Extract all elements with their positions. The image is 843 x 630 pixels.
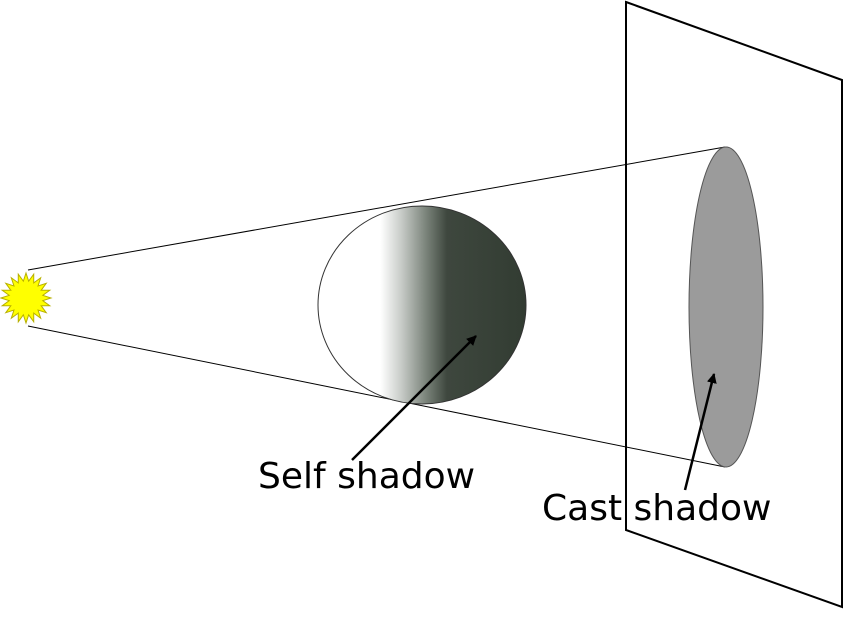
cast-shadow-label: Cast shadow xyxy=(542,488,771,529)
light-ray-bottom xyxy=(27,325,726,468)
shaded-sphere xyxy=(317,205,527,405)
cast-shadow-ellipse xyxy=(688,146,764,468)
self-shadow-arrow xyxy=(351,335,477,461)
light-ray-top xyxy=(27,146,726,271)
projection-screen xyxy=(625,0,843,609)
sun-core xyxy=(11,283,41,313)
self-shadow-label: Self shadow xyxy=(258,456,475,497)
sun-icon xyxy=(0,271,53,325)
cast-shadow-arrow xyxy=(683,373,717,491)
